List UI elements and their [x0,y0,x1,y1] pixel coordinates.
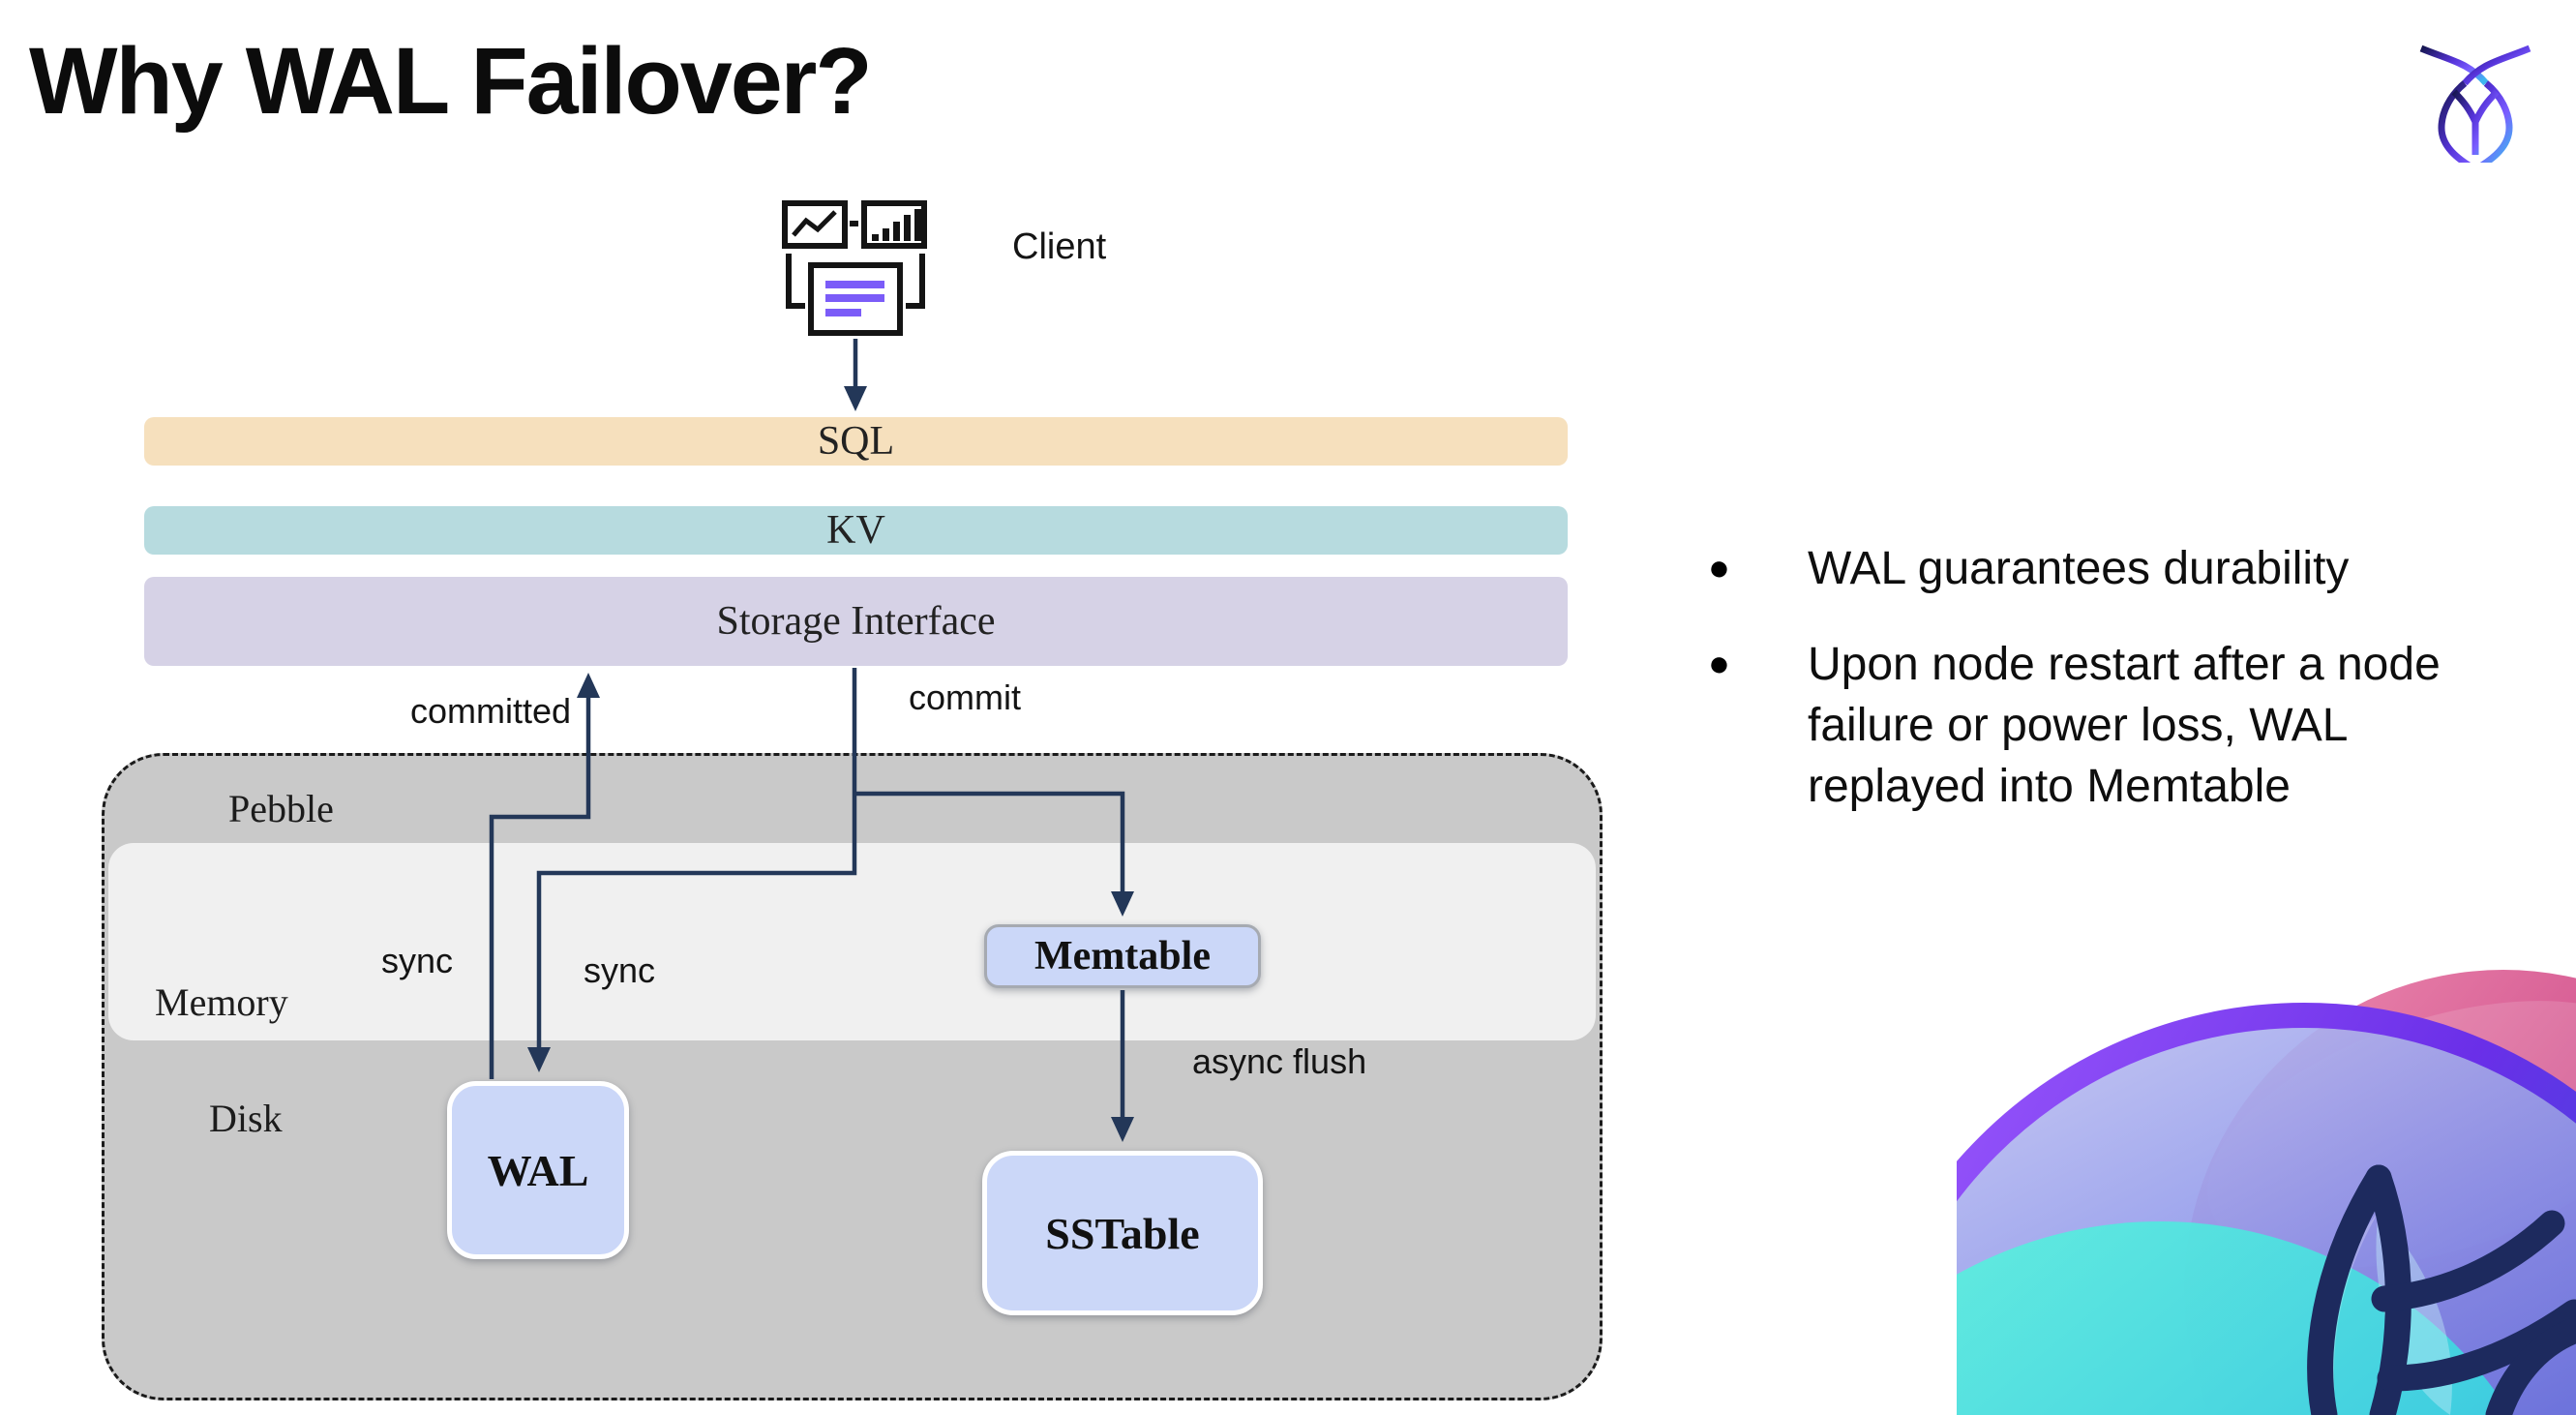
logo-vein [2451,89,2500,155]
memory-label: Memory [155,980,288,1024]
logo-antenna-right [2462,45,2531,86]
memtable-node-label: Memtable [1034,934,1211,978]
edge-label-committed: committed [410,691,572,731]
edge-label-commit: commit [909,677,1021,717]
edge-label-sync-left: sync [381,941,454,980]
art-navy-veins [2307,1164,2576,1415]
layer-sql-label: SQL [817,419,895,464]
line-chart-icon [782,200,848,249]
bullet-dot: ● [1708,548,1730,588]
edge-label-async-flush: async flush [1192,1041,1367,1081]
bar-chart-icon [861,200,927,249]
wal-node: WAL [447,1081,629,1259]
bullet-list: ● WAL guarantees durability ● Upon node … [1708,538,2560,817]
bullet-item: ● WAL guarantees durability [1708,538,2560,599]
layer-storage-interface: Storage Interface [144,577,1568,666]
sstable-node: SSTable [982,1151,1263,1315]
logo-body [2438,80,2513,163]
art-teal-circle [1957,1221,2512,1415]
client-label: Client [1012,226,1107,267]
edge-label-sync-right: sync [584,950,656,990]
cockroachdb-logo-icon [2419,45,2531,163]
logo-antenna-left [2419,45,2489,86]
layer-kv-label: KV [826,508,885,553]
art-purple-ring [1957,1003,2576,1202]
document-text-lines [825,281,884,316]
bullet-dot: ● [1708,644,1730,684]
sstable-node-label: SSTable [1045,1208,1200,1258]
bracket-left [786,254,805,309]
layer-kv: KV [144,506,1568,555]
layer-storage-label: Storage Interface [716,599,996,644]
memtable-node: Memtable [984,924,1261,988]
bracket-right [906,254,925,309]
layer-sql: SQL [144,417,1568,466]
pebble-label: Pebble [228,787,334,830]
bullet-item: ● Upon node restart after a node failure… [1708,634,2560,817]
bullet-text: WAL guarantees durability [1808,543,2350,594]
page-title: Why WAL Failover? [29,28,873,134]
memory-band [108,843,1596,1040]
bar-chart-bars [872,209,921,241]
line-chart-zigzag [792,210,837,237]
wal-node-label: WAL [487,1145,589,1195]
disk-label: Disk [209,1097,283,1140]
brand-art-graphic [1957,970,2576,1415]
bullet-text: Upon node restart after a node failure o… [1808,639,2441,812]
client-devices-icon [782,200,927,336]
